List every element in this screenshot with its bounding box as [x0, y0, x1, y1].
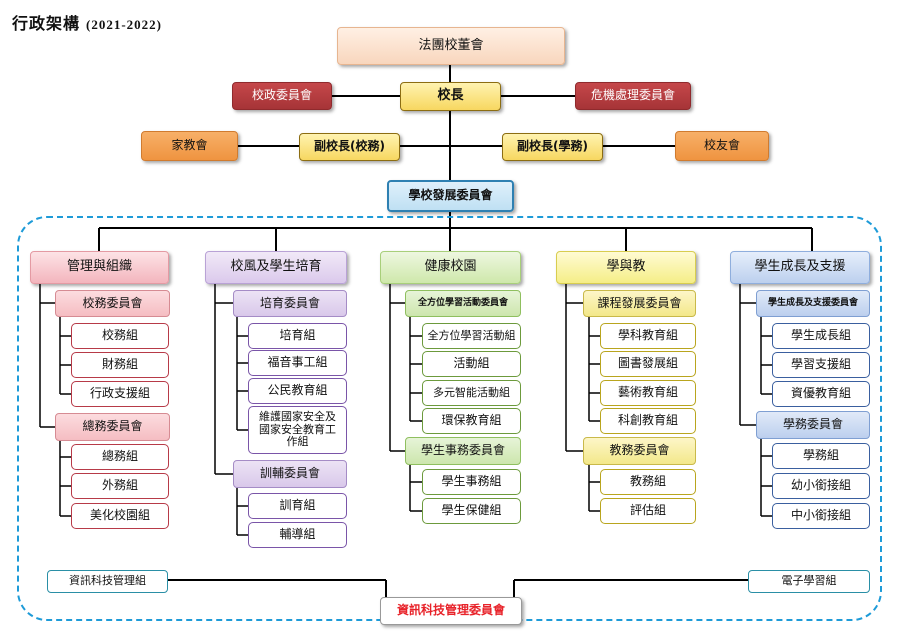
board-box: 法團校董會 — [337, 27, 565, 65]
group-box: 資優教育組 — [772, 381, 870, 407]
group-box: 科創教育組 — [600, 408, 696, 434]
group-box: 外務組 — [71, 473, 169, 499]
group-box: 維護國家安全及國家安全教育工作組 — [248, 406, 347, 454]
committee-student-affairs: 學生事務委員會 — [405, 437, 521, 465]
e-learning-group: 電子學習組 — [748, 570, 870, 593]
group-box: 環保教育組 — [422, 408, 521, 434]
principal-box: 校長 — [400, 82, 501, 111]
group-box: 學生事務組 — [422, 469, 521, 495]
vp-school-affairs-box: 副校長(校務) — [299, 133, 400, 161]
group-box: 教務組 — [600, 469, 696, 495]
group-box: 美化校園組 — [71, 503, 169, 529]
development-committee-box: 學校發展委員會 — [387, 180, 514, 212]
pta-box: 家教會 — [141, 131, 238, 161]
committee-all-round-learning: 全方位學習活動委員會 — [405, 290, 521, 317]
it-management-group: 資訊科技管理組 — [47, 570, 168, 593]
group-box: 學生保健組 — [422, 498, 521, 524]
crisis-committee-box: 危機處理委員會 — [575, 82, 691, 110]
page-title: 行政架構 (2021-2022) — [12, 10, 162, 34]
group-box: 中小銜接組 — [772, 503, 870, 529]
group-box: 公民教育組 — [248, 378, 347, 404]
group-box: 校務組 — [71, 323, 169, 349]
group-box: 總務組 — [71, 444, 169, 470]
school-admin-committee-box: 校政委員會 — [232, 82, 332, 110]
vp-student-affairs-box: 副校長(學務) — [502, 133, 603, 161]
group-box: 活動組 — [422, 351, 521, 377]
column-head-management: 管理與組織 — [30, 251, 169, 284]
group-box: 輔導組 — [248, 522, 347, 548]
group-box: 幼小銜接組 — [772, 473, 870, 499]
group-box: 學務組 — [772, 443, 870, 469]
group-box: 學習支援組 — [772, 352, 870, 378]
group-box: 藝術教育組 — [600, 380, 696, 406]
committee-discipline-guidance: 訓輔委員會 — [233, 460, 347, 488]
group-box: 財務組 — [71, 352, 169, 378]
alumni-box: 校友會 — [675, 131, 769, 161]
group-box: 學生成長組 — [772, 323, 870, 349]
committee-general-affairs: 總務委員會 — [55, 413, 170, 441]
column-head-healthy-campus: 健康校園 — [380, 251, 521, 284]
group-box: 多元智能活動組 — [422, 380, 521, 406]
title-year: (2021-2022) — [86, 17, 163, 32]
column-head-learning-teaching: 學與教 — [556, 251, 696, 284]
group-box: 圖書發展組 — [600, 351, 696, 377]
committee-curriculum: 課程發展委員會 — [583, 290, 696, 317]
committee-student-growth-support: 學生成長及支援委員會 — [756, 290, 870, 317]
column-head-student-growth: 學生成長及支援 — [730, 251, 870, 284]
group-box: 訓育組 — [248, 493, 347, 519]
committee-student-academic: 學務委員會 — [756, 411, 870, 439]
group-box: 評估組 — [600, 498, 696, 524]
group-box: 福音事工組 — [248, 350, 347, 376]
committee-academic-affairs: 教務委員會 — [583, 437, 696, 465]
committee-nurturing: 培育委員會 — [233, 290, 347, 317]
group-box: 行政支援組 — [71, 381, 169, 407]
column-head-school-ethos: 校風及學生培育 — [205, 251, 347, 284]
group-box: 培育組 — [248, 323, 347, 349]
group-box: 學科教育組 — [600, 323, 696, 349]
group-box: 全方位學習活動組 — [422, 323, 521, 349]
committee-school-affairs: 校務委員會 — [55, 290, 170, 317]
title-text: 行政架構 — [12, 14, 81, 33]
it-committee-box: 資訊科技管理委員會 — [380, 597, 522, 625]
